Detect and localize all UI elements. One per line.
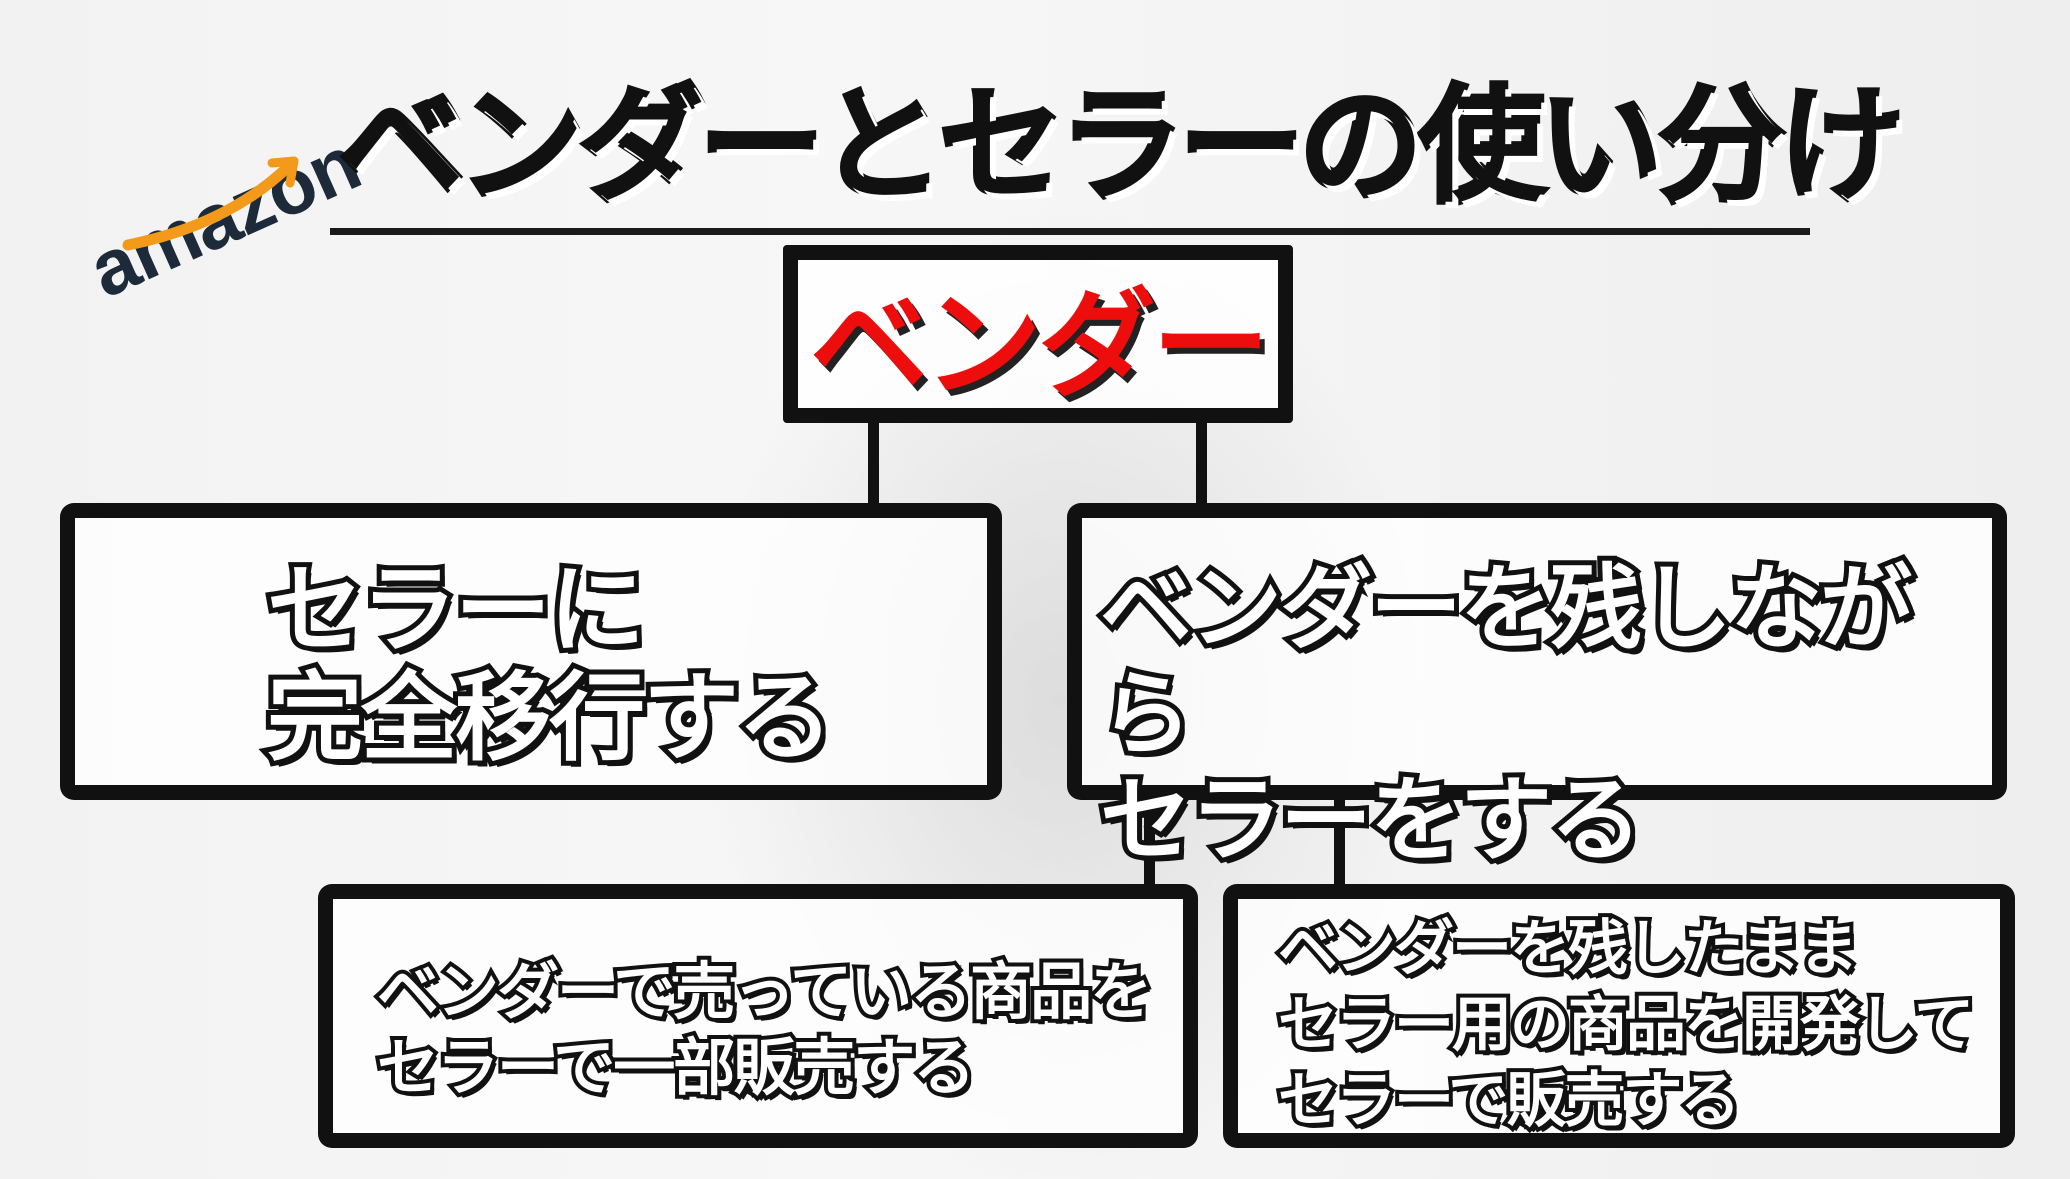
connector-root-left bbox=[868, 423, 879, 511]
sub-option-node-develop-products: ベンダーを残したまま セラー用の商品を開発して セラーで販売する bbox=[1223, 884, 2015, 1148]
option-node-label: セラーに 完全移行する bbox=[262, 551, 838, 777]
connector-option2-left bbox=[1144, 790, 1155, 890]
amazon-smile-icon bbox=[122, 156, 299, 251]
connector-root-right bbox=[1196, 423, 1207, 511]
root-node: ベンダー bbox=[783, 245, 1293, 423]
sub-option-node-label: ベンダーで売っている商品を セラーで一部販売する bbox=[373, 951, 1156, 1108]
option-node-full-migration: セラーに 完全移行する bbox=[60, 503, 1002, 800]
connector-option2-right bbox=[1334, 790, 1345, 890]
root-node-label: ベンダー bbox=[806, 272, 1274, 418]
page-title: ベンダーとセラーの使い分け bbox=[337, 72, 1907, 222]
sub-option-node-partial-sale: ベンダーで売っている商品を セラーで一部販売する bbox=[318, 884, 1198, 1148]
option-node-keep-vendor: ベンダーを残しながら セラーをする bbox=[1067, 503, 2007, 879]
amazon-logo: amazon bbox=[58, 55, 372, 314]
option-node-label: ベンダーを残しながら セラーをする bbox=[1095, 551, 1917, 879]
sub-option-node-label: ベンダーを残したまま セラー用の商品を開発して セラーで販売する bbox=[1274, 910, 1978, 1140]
title-underline bbox=[330, 228, 1810, 235]
